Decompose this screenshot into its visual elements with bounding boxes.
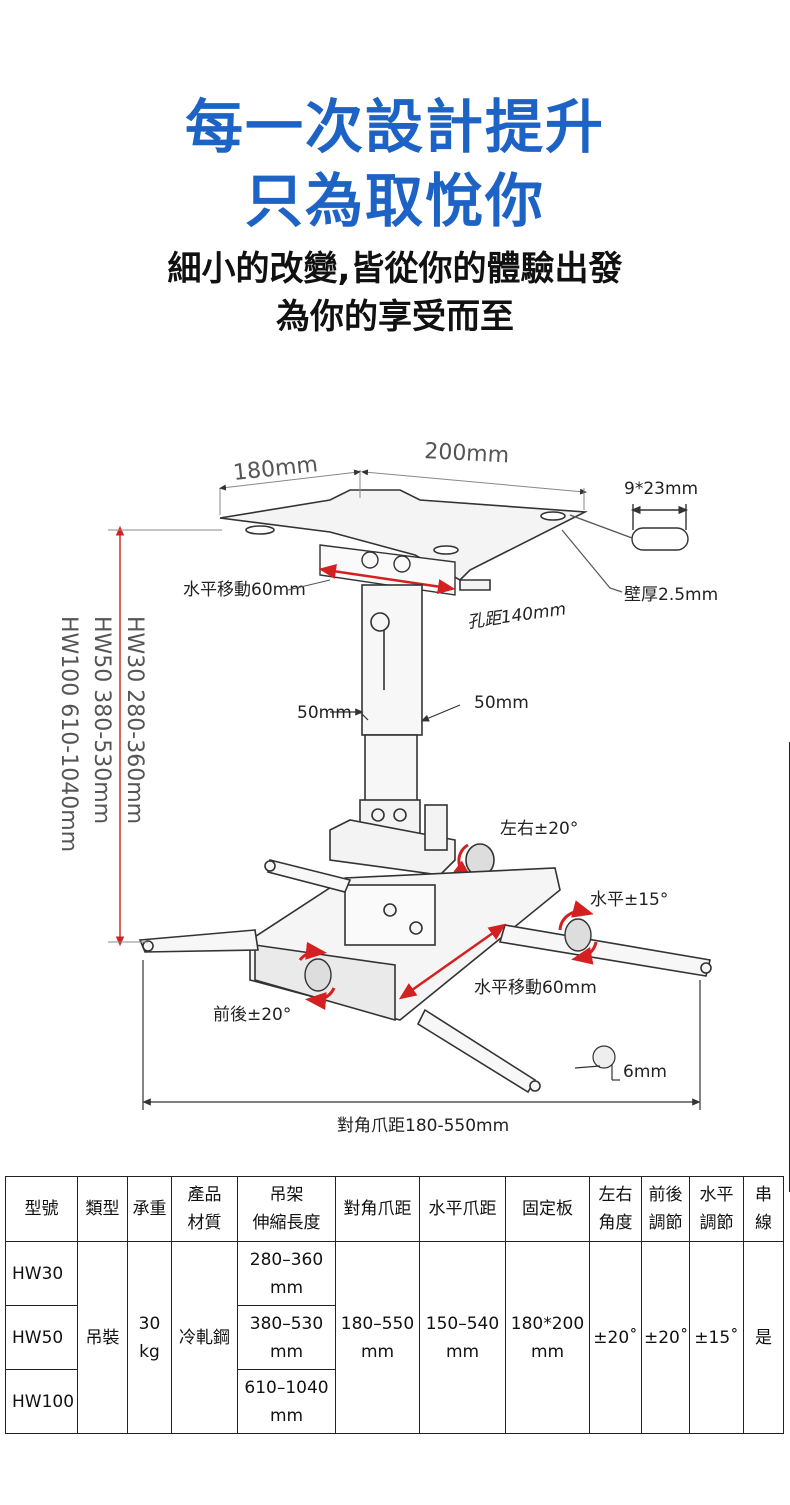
subheadline-line-2: 為你的享受而至 (276, 297, 514, 337)
material-cell: 冷軋鋼 (171, 1241, 238, 1434)
col-extension: 吊架伸縮長度 (237, 1176, 336, 1242)
length-hw50-label: HW50 380-530mm (89, 616, 114, 824)
length-hw30-label: HW30 280-360mm (122, 616, 147, 824)
subheadline-line-1: 細小的改變,皆從你的體驗出發 (167, 249, 623, 289)
col-diagonal: 對角爪距 (335, 1176, 420, 1242)
tilt-fb-label: 前後±20° (213, 1005, 291, 1025)
tilt-head (329, 799, 495, 877)
col-fb-adjust: 前後調節 (641, 1176, 690, 1242)
mount-dimension-diagram: 180mm 200mm 9*23mm 壁厚2.5mm 水平移動60mm 孔距14… (56, 439, 718, 1136)
knob-left (304, 958, 332, 992)
mount-arms (138, 859, 712, 1094)
model-cell: HW30 (5, 1241, 78, 1306)
knob-right (564, 918, 592, 952)
col-horizontal: 水平爪距 (419, 1176, 506, 1242)
wall-thickness-label: 壁厚2.5mm (624, 585, 718, 605)
tube-width-dims (330, 704, 461, 722)
wall-thickness-leader (561, 529, 623, 593)
headline-line-1: 每一次設計提升 (184, 93, 605, 161)
model-cell: HW50 (5, 1305, 78, 1370)
lr-angle-cell: ±20˚ (589, 1241, 642, 1434)
dim-200-label: 200mm (424, 439, 510, 468)
col-load: 承重 (127, 1176, 172, 1242)
tilt-horizontal-label: 水平±15° (590, 890, 668, 910)
col-material: 產品材質 (171, 1176, 238, 1242)
ceiling-plate (219, 489, 588, 591)
tube-left-width-label: 50mm (297, 703, 352, 723)
type-cell: 吊裝 (77, 1241, 128, 1434)
diagonal-span-label: 對角爪距180-550mm (337, 1116, 509, 1136)
hole-spacing-label: 孔距140mm (466, 599, 567, 633)
col-cable: 串線 (743, 1176, 784, 1242)
diagonal-dimension (142, 960, 701, 1110)
screw-size-label: 6mm (623, 1062, 667, 1082)
tilt-fb-arrow (298, 941, 327, 961)
bottom-slide-arrow (398, 923, 507, 1000)
slot-size-label: 9*23mm (624, 479, 698, 499)
tilt-horizontal-arrow (558, 900, 594, 931)
col-hz-adjust: 水平調節 (689, 1176, 744, 1242)
fb-adjust-cell: ±20˚ (641, 1241, 690, 1434)
top-dimension-lines (219, 469, 587, 515)
table-header-row: 型號 類型 承重 產品材質 吊架伸縮長度 對角爪距 水平爪距 固定板 左右角度 … (5, 1176, 784, 1242)
col-model: 型號 (5, 1176, 78, 1242)
col-type: 類型 (77, 1176, 128, 1242)
tilt-lr-label: 左右±20° (500, 819, 578, 839)
screw-detail (574, 1045, 620, 1081)
col-lr-angle: 左右角度 (589, 1176, 642, 1242)
hz-adjust-cell: ±15˚ (689, 1241, 744, 1434)
height-dimension (108, 525, 222, 947)
spec-table: 型號 類型 承重 產品材質 吊架伸縮長度 對角爪距 水平爪距 固定板 左右角度 … (5, 1176, 784, 1434)
model-cell: HW100 (5, 1369, 78, 1434)
tube-right-width-label: 50mm (474, 693, 529, 713)
length-hw100-label: HW100 610-1040mm (56, 616, 81, 852)
slot-detail (569, 504, 689, 551)
horizontal-move-bottom-label: 水平移動60mm (474, 978, 597, 998)
horizontal-move-top-label: 水平移動60mm (183, 580, 306, 600)
top-slide-arrow (318, 564, 456, 594)
cable-cell: 是 (743, 1241, 784, 1434)
col-plate: 固定板 (505, 1176, 590, 1242)
telescopic-tube (361, 584, 423, 816)
headline-line-2: 只為取悅你 (244, 167, 545, 235)
dim-180-label: 180mm (232, 452, 319, 486)
